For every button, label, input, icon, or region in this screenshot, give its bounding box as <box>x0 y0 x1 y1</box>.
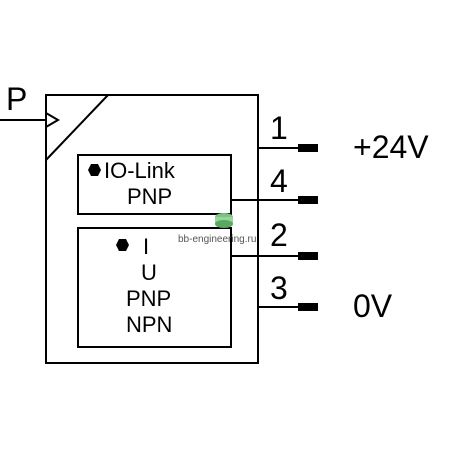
pin-1-terminal <box>298 144 318 152</box>
block-lower-npn-label: NPN <box>126 312 172 337</box>
analog-output-block <box>77 227 232 348</box>
bullet-icon <box>116 239 129 251</box>
sensor-housing <box>45 94 259 364</box>
io-link-label: IO-Link <box>104 158 176 183</box>
pressure-port-label: P <box>6 81 27 117</box>
bullet-icon <box>88 164 101 176</box>
pin-3-terminal <box>298 303 318 311</box>
io-link-block <box>77 154 232 215</box>
current-output-label: I <box>143 234 149 259</box>
watermark-text: bb-engineering.ru <box>178 234 256 245</box>
supply-zero-label: 0V <box>353 288 393 324</box>
supply-plus-label: +24V <box>353 129 429 165</box>
pin-4-label: 4 <box>270 163 288 199</box>
block-lower-pnp-label: PNP <box>126 286 171 311</box>
pressure-arrow-icon <box>45 112 60 128</box>
housing-diagonal <box>45 94 109 161</box>
pin-3-label: 3 <box>270 270 288 306</box>
pin-2-terminal <box>298 252 318 260</box>
block-upper-pnp-label: PNP <box>127 184 172 209</box>
voltage-output-label: U <box>141 260 157 285</box>
pin-4-terminal <box>298 196 318 204</box>
pin-2-label: 2 <box>270 217 288 253</box>
pin-1-label: 1 <box>270 110 288 146</box>
watermark-logo-icon <box>215 213 233 228</box>
